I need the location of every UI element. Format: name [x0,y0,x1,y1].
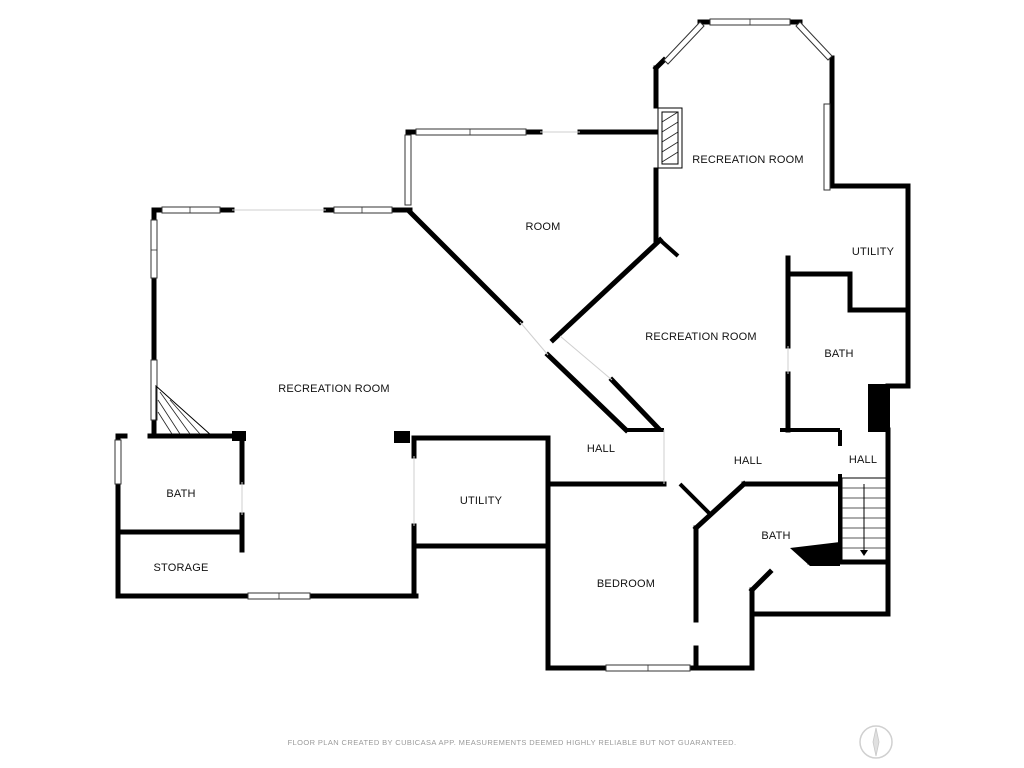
footer-disclaimer: FLOOR PLAN CREATED BY CUBICASA APP. MEAS… [288,738,737,747]
compass-icon [859,725,893,759]
label-utility-center: UTILITY [460,495,503,507]
label-hall-left: HALL [587,443,615,455]
label-room: ROOM [525,221,560,233]
label-bath-lower: BATH [761,530,790,542]
label-storage: STORAGE [154,562,209,574]
label-bedroom: BEDROOM [597,578,655,590]
label-hall-center: HALL [734,455,762,467]
label-hall-right: HALL [849,454,877,466]
stairs [841,477,887,561]
label-recreation-center: RECREATION ROOM [645,331,757,343]
room-labels: RECREATION ROOM ROOM RECREATION ROOM REC… [154,154,895,590]
doors [232,131,789,526]
windows [114,18,833,672]
corner-fireplace [155,384,214,437]
fireplace [657,107,683,169]
label-bath-right: BATH [824,348,853,360]
label-recreation-top-right: RECREATION ROOM [692,154,804,166]
walls-main [115,19,911,671]
label-recreation-main: RECREATION ROOM [278,383,390,395]
label-utility-right: UTILITY [852,246,895,258]
label-bath-left: BATH [166,488,195,500]
